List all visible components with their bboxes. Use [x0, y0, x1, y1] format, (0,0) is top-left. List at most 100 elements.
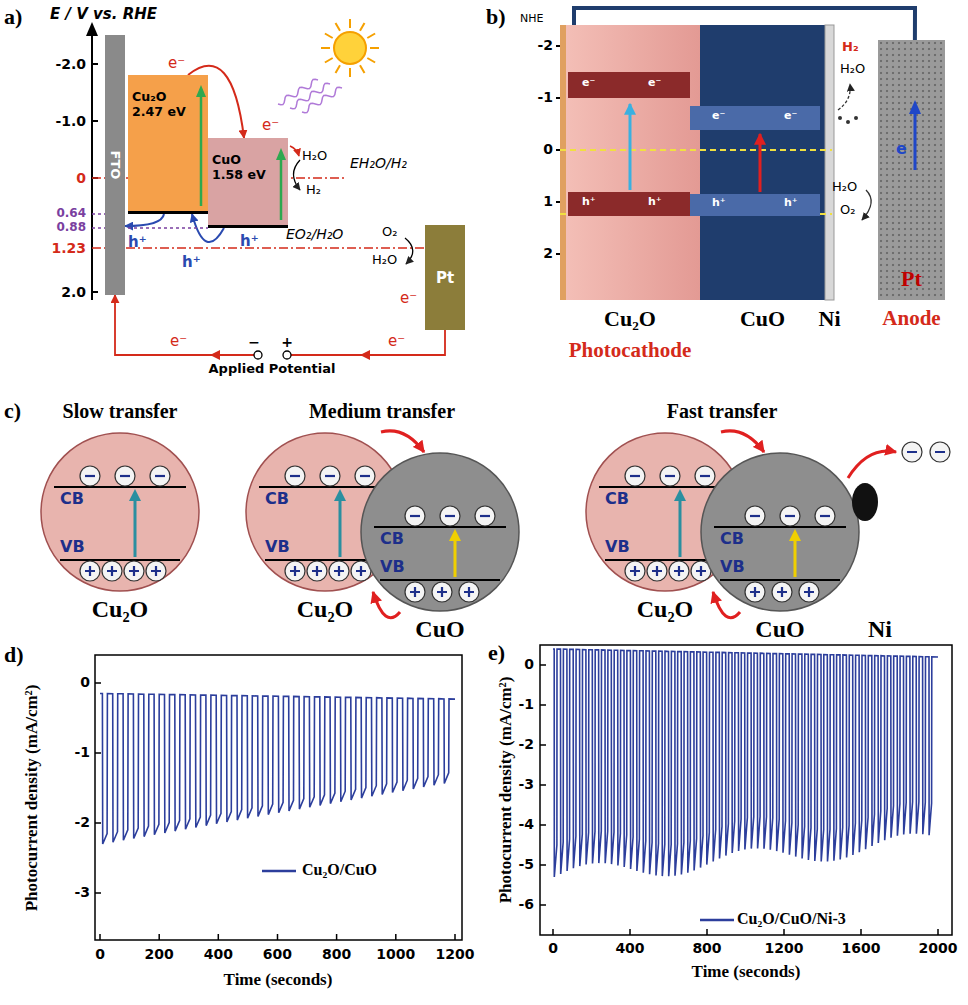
- axis-tick: -2.0: [55, 56, 86, 72]
- platinum-electrode: Pt: [425, 225, 465, 330]
- potential-value: 0.88: [56, 221, 86, 235]
- fto-electrode: FTO: [105, 35, 125, 295]
- drawn-path: [750, 515, 760, 517]
- drawn-line: [280, 158, 283, 220]
- drawn-circle: [124, 561, 144, 581]
- drawn-path: [129, 489, 141, 501]
- drawn-path: [464, 587, 474, 597]
- drawn-line: [60, 559, 180, 561]
- drawn-line: [367, 34, 375, 39]
- drawn-line: [259, 486, 391, 488]
- drawn-circle: [660, 466, 680, 486]
- potential-value: 1.23: [51, 240, 86, 256]
- particle-circle: CBVBCuO: [360, 452, 520, 612]
- drawn-path: [334, 489, 346, 501]
- connector: [721, 431, 764, 452]
- layer-region: CuO: [700, 25, 825, 300]
- axis-title: Time (seconds): [692, 962, 801, 982]
- drawn-path: [334, 566, 344, 576]
- legend-text: Cu₂O/CuO: [302, 861, 377, 879]
- carrier-label: h⁺: [784, 197, 798, 210]
- drawn-path: [700, 475, 710, 477]
- photocathode-layers: [556, 25, 871, 300]
- drawn-circle: [285, 466, 305, 486]
- axis-tick: 0: [543, 141, 553, 157]
- drawn-path: [785, 515, 795, 517]
- drawn-circle: [695, 466, 715, 486]
- connector: [125, 214, 164, 226]
- axis-tick: −: [248, 334, 260, 350]
- drawn-path: [674, 566, 684, 576]
- legend-text: Cu₂O/CuO/Ni-3: [737, 910, 846, 928]
- drawn-line: [360, 65, 365, 73]
- drawn-circle: [432, 582, 452, 602]
- species-label: O₂: [382, 225, 397, 240]
- material-name: Cu₂O: [92, 596, 149, 623]
- axis-tick: 1200: [435, 946, 474, 962]
- drawn-path: [85, 566, 95, 576]
- axis-tick: 0: [548, 940, 558, 956]
- drawn-path: [151, 566, 161, 576]
- layer-name: Cu₂O: [604, 306, 656, 332]
- hole-label: h⁺: [240, 233, 259, 250]
- electron-label: e⁻: [388, 333, 405, 350]
- axis-tick: -3: [74, 884, 90, 900]
- drawn-line: [325, 58, 333, 63]
- drawn-path: [696, 566, 706, 576]
- drawn-line: [599, 486, 731, 488]
- drawn-line: [679, 499, 682, 557]
- photocurrent-trace: [100, 694, 455, 845]
- axis-tick: 1600: [842, 940, 881, 956]
- particle-shape: [40, 432, 200, 592]
- drawn-path: [630, 475, 640, 477]
- drawn-path: [630, 566, 640, 576]
- band-label: CB: [60, 490, 84, 508]
- band-label: CB: [605, 490, 629, 508]
- axis-tick: 2.0: [61, 284, 86, 300]
- drawn-path: [445, 515, 455, 517]
- hole-label: h⁺: [182, 254, 201, 271]
- drawn-path: [777, 587, 787, 597]
- drawn-line: [134, 499, 137, 557]
- drawn-circle: [361, 453, 519, 611]
- axis-tick: -4: [518, 816, 534, 832]
- axis-tick: 200: [145, 946, 174, 962]
- band-gap: 2.47 eV: [132, 104, 204, 119]
- drawn-line: [720, 579, 840, 581]
- axis-tick: 1200: [765, 940, 804, 956]
- panel-letter: a): [4, 4, 22, 30]
- photocurrent-charts: [95, 645, 952, 940]
- axis-title: Time (seconds): [224, 970, 333, 990]
- band-label: VB: [380, 558, 405, 576]
- axis-tick: -1: [537, 89, 553, 105]
- drawn-circle: [80, 466, 100, 486]
- species-label: H₂O: [840, 62, 865, 77]
- drawn-path: [804, 587, 814, 597]
- drawn-circle: [745, 582, 765, 602]
- drawn-path: [120, 475, 130, 477]
- drawn-circle: [440, 506, 460, 526]
- axis-tick: -3: [518, 776, 534, 792]
- drawn-circle: [150, 466, 170, 486]
- axis-tick: 800: [322, 946, 351, 962]
- axis-tick: -6: [518, 896, 534, 912]
- electron-label: e⁻: [170, 333, 187, 350]
- axis-tick: 1: [543, 193, 553, 209]
- drawn-path: [652, 566, 662, 576]
- drawn-path: [437, 587, 447, 597]
- carrier-label: e⁻: [784, 110, 797, 123]
- material-label: Ni: [868, 616, 892, 643]
- drawn-circle: [475, 506, 495, 526]
- drawn-circle: [329, 561, 349, 581]
- plot-frame: [540, 645, 952, 935]
- drawn-circle: [334, 32, 366, 64]
- species-label: H₂: [842, 40, 859, 55]
- axis-title: Photocurrent density (mA/cm²): [22, 685, 42, 912]
- drawn-path: [820, 515, 830, 517]
- axis-tick: 1000: [376, 946, 415, 962]
- connector: [115, 295, 445, 355]
- panel-letter: b): [486, 4, 506, 30]
- axis-tick: 400: [615, 940, 644, 956]
- material-name: Cu₂O: [132, 89, 204, 104]
- drawn-path: [196, 85, 206, 97]
